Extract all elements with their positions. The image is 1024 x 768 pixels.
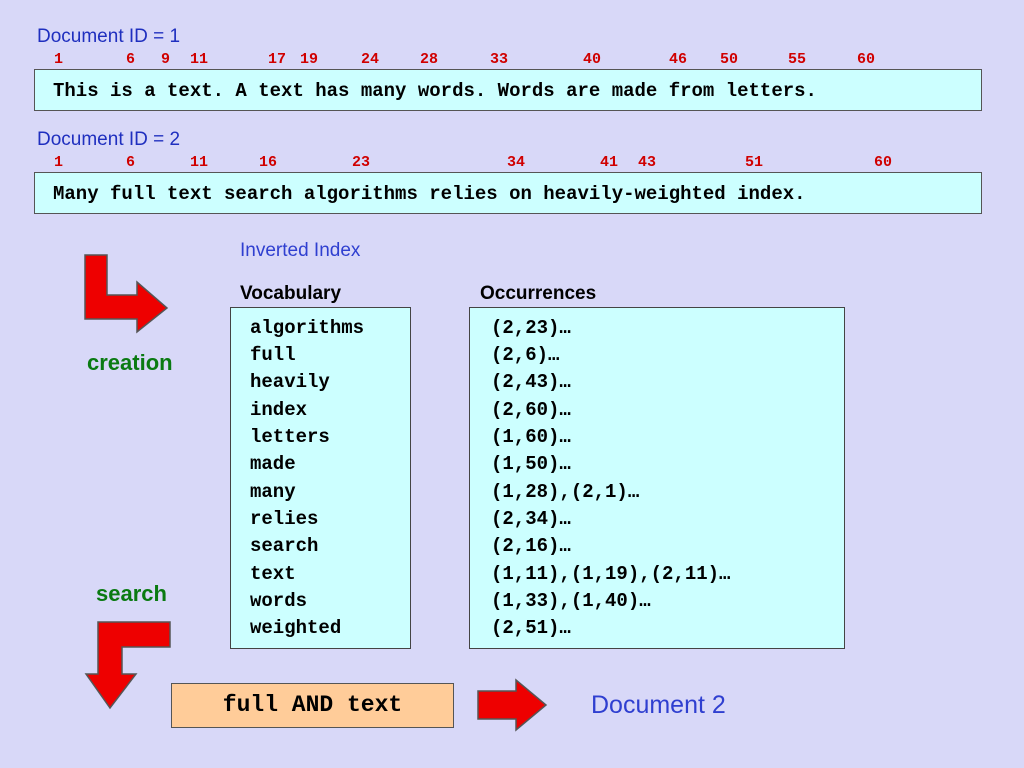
doc1-text: This is a text. A text has many words. W… <box>53 80 817 102</box>
result-label: Document 2 <box>591 691 726 719</box>
query-text: full AND text <box>222 692 403 718</box>
result-arrow-icon <box>477 678 548 732</box>
search-arrow-icon <box>84 621 171 710</box>
doc1-pos: 40 <box>583 51 602 68</box>
vocabulary-term: search <box>250 535 319 557</box>
query-box: full AND text <box>171 683 454 728</box>
occurrence-list: (1,60)… <box>491 426 571 448</box>
doc1-pos: 24 <box>361 51 380 68</box>
doc2-label: Document ID = 2 <box>37 129 181 150</box>
occurrence-list: (2,51)… <box>491 617 571 639</box>
doc1-pos: 46 <box>669 51 688 68</box>
vocabulary-term: made <box>250 453 296 475</box>
doc2-pos: 51 <box>745 154 764 171</box>
occurrence-list: (2,34)… <box>491 508 571 530</box>
doc2-pos: 34 <box>507 154 526 171</box>
doc1-pos: 17 <box>268 51 287 68</box>
doc2-pos: 23 <box>352 154 371 171</box>
vocabulary-term: index <box>250 399 308 421</box>
doc2-text: Many full text search algorithms relies … <box>53 183 806 205</box>
vocabulary-term: full <box>250 344 296 366</box>
doc1-label: Document ID = 1 <box>37 26 181 47</box>
doc2-pos: 11 <box>190 154 209 171</box>
doc2-pos: 43 <box>638 154 657 171</box>
search-label: search <box>96 581 167 606</box>
doc1-positions: 1 6 9 11 17 19 24 28 33 40 46 50 55 60 <box>0 51 1024 69</box>
inverted-index-title: Inverted Index <box>240 240 361 261</box>
occurrences-header: Occurrences <box>480 283 597 304</box>
occurrence-list: (2,43)… <box>491 371 571 393</box>
doc1-pos: 28 <box>420 51 439 68</box>
occurrence-list: (1,28),(2,1)… <box>491 481 640 503</box>
occurrence-list: (2,23)… <box>491 317 571 339</box>
vocabulary-term: text <box>250 563 296 585</box>
vocabulary-term: many <box>250 481 296 503</box>
vocabulary-header: Vocabulary <box>240 283 342 304</box>
doc2-pos: 16 <box>259 154 278 171</box>
occurrence-list: (1,11),(1,19),(2,11)… <box>491 563 731 585</box>
occurrences-box: (2,23)… (2,6)… (2,43)… (2,60)… (1,60)… (… <box>469 307 845 649</box>
doc2-textbox: Many full text search algorithms relies … <box>34 172 982 214</box>
doc1-pos: 1 <box>54 51 64 68</box>
doc2-pos: 6 <box>126 154 136 171</box>
doc1-pos: 11 <box>190 51 209 68</box>
doc1-pos: 19 <box>300 51 319 68</box>
creation-arrow-icon <box>84 254 169 334</box>
doc2-pos: 60 <box>874 154 893 171</box>
doc1-pos: 33 <box>490 51 509 68</box>
doc1-textbox: This is a text. A text has many words. W… <box>34 69 982 111</box>
vocabulary-term: heavily <box>250 371 330 393</box>
doc2-positions: 1 6 11 16 23 34 41 43 51 60 <box>0 154 1024 172</box>
doc2-pos: 1 <box>54 154 64 171</box>
doc1-pos: 9 <box>161 51 171 68</box>
doc1-pos: 60 <box>857 51 876 68</box>
doc1-pos: 50 <box>720 51 739 68</box>
occurrence-list: (2,60)… <box>491 399 571 421</box>
vocabulary-term: weighted <box>250 617 342 639</box>
vocabulary-term: algorithms <box>250 317 365 339</box>
occurrence-list: (1,50)… <box>491 453 571 475</box>
doc1-pos: 55 <box>788 51 807 68</box>
doc1-pos: 6 <box>126 51 136 68</box>
occurrence-list: (2,16)… <box>491 535 571 557</box>
vocabulary-term: letters <box>250 426 330 448</box>
creation-label: creation <box>87 350 173 375</box>
occurrence-list: (2,6)… <box>491 344 560 366</box>
occurrence-list: (1,33),(1,40)… <box>491 590 651 612</box>
vocabulary-term: relies <box>250 508 319 530</box>
vocabulary-term: words <box>250 590 308 612</box>
vocabulary-box: algorithms full heavily index letters ma… <box>230 307 411 649</box>
doc2-pos: 41 <box>600 154 619 171</box>
